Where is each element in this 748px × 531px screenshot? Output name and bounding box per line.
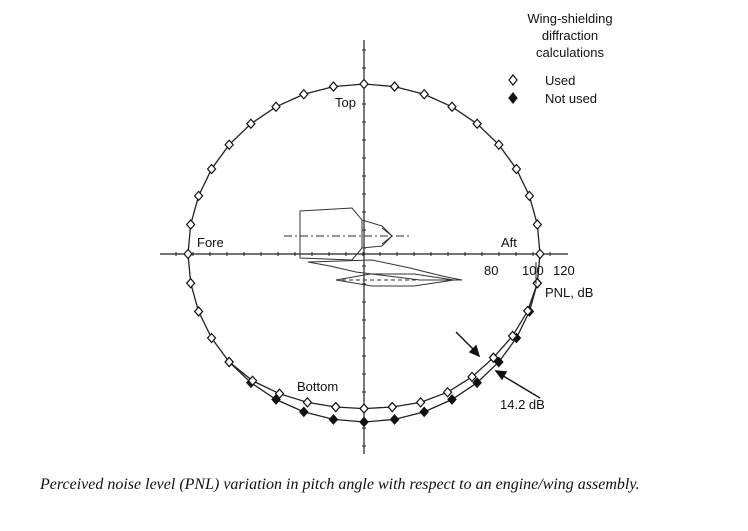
- polar-chart: Top Bottom Fore Aft 80 100 120 PNL, dB 1…: [160, 11, 613, 454]
- data-point-used: [472, 118, 482, 130]
- data-point-used: [224, 356, 234, 368]
- data-point-used: [185, 277, 196, 289]
- data-point-used: [302, 396, 313, 408]
- radial-unit-label: PNL, dB: [545, 285, 593, 300]
- label-top: Top: [335, 95, 356, 110]
- data-point-used: [419, 88, 429, 100]
- data-point-used: [274, 388, 285, 400]
- data-point-not-used: [447, 394, 457, 405]
- series-line-not-used: [228, 283, 538, 423]
- data-point-used: [206, 332, 217, 344]
- data-point-used: [193, 306, 204, 317]
- data-point-used: [359, 78, 369, 90]
- legend-title-line-2: diffraction: [542, 28, 598, 43]
- engine-wing-sketch: [284, 207, 463, 287]
- data-point-used: [185, 219, 196, 230]
- data-point-used: [193, 190, 204, 202]
- data-point-used: [183, 248, 193, 260]
- data-point-not-used: [494, 356, 504, 368]
- legend-label-used: Used: [545, 73, 575, 88]
- data-point-not-used: [472, 377, 482, 389]
- legend-label-not-used: Not used: [545, 91, 597, 106]
- data-point-not-used: [389, 414, 400, 425]
- legend-title-line-3: calculations: [536, 45, 604, 60]
- legend-open-diamond-icon: [508, 74, 518, 86]
- data-point-not-used: [419, 406, 429, 418]
- data-point-used: [532, 219, 543, 230]
- label-fore: Fore: [197, 235, 224, 250]
- data-point-used: [415, 396, 426, 408]
- data-point-used: [224, 139, 234, 151]
- data-point-used: [494, 139, 504, 151]
- tick-label-120: 120: [553, 263, 575, 278]
- data-point-not-used: [328, 414, 339, 425]
- data-point-used: [447, 101, 457, 113]
- data-point-used: [206, 163, 217, 175]
- data-point-used: [507, 330, 518, 342]
- data-point-used: [271, 101, 281, 113]
- axis-ticks: [175, 49, 551, 447]
- data-point-used: [359, 403, 369, 414]
- data-point-used: [389, 81, 400, 92]
- legend: Wing-shielding diffraction calculations …: [508, 11, 613, 106]
- series-markers-not-used: [224, 277, 543, 428]
- data-point-used: [247, 375, 258, 387]
- legend-filled-diamond-icon: [508, 92, 518, 104]
- data-point-used: [488, 352, 499, 364]
- legend-title-line-1: Wing-shielding: [527, 11, 612, 26]
- data-point-used: [532, 277, 543, 289]
- data-point-not-used: [359, 416, 369, 428]
- difference-annotation: 14.2 dB: [500, 397, 545, 412]
- label-bottom: Bottom: [297, 379, 338, 394]
- data-point-used: [387, 401, 398, 413]
- data-point-used: [535, 248, 545, 260]
- data-point-used: [522, 305, 533, 317]
- figure-caption: Perceived noise level (PNL) variation in…: [40, 476, 640, 493]
- data-point-used: [511, 163, 522, 175]
- data-point-used: [442, 386, 453, 398]
- tick-label-100: 100: [522, 263, 544, 278]
- data-point-used: [330, 401, 341, 413]
- data-point-used: [246, 118, 256, 130]
- series-markers-used: [183, 78, 545, 414]
- data-point-not-used: [299, 406, 309, 418]
- data-point-used: [328, 81, 339, 92]
- annotation-arrows: [455, 331, 541, 399]
- data-point-used: [524, 190, 535, 202]
- label-aft: Aft: [501, 235, 517, 250]
- tick-label-80: 80: [484, 263, 498, 278]
- data-point-used: [299, 88, 309, 100]
- data-point-used: [467, 371, 477, 383]
